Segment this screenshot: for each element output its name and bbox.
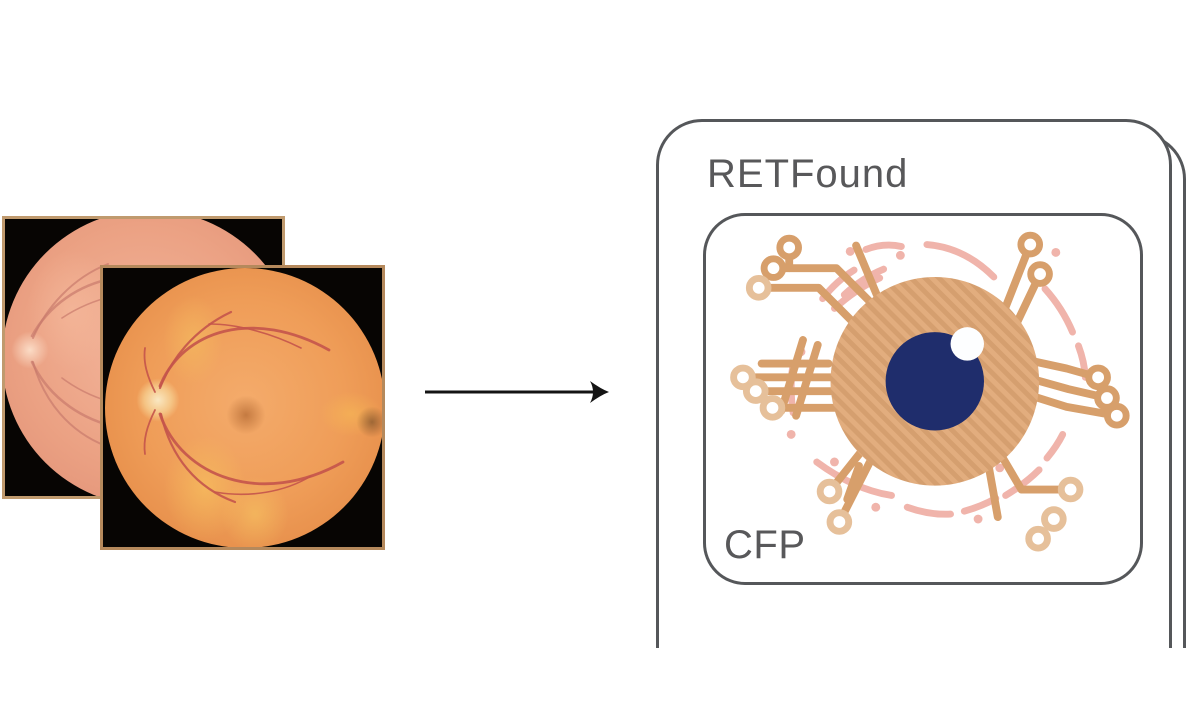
modality-label: CFP — [724, 523, 806, 567]
retina-image-front — [105, 268, 382, 547]
model-title: RETFound — [707, 152, 909, 196]
fundus-photo-front — [100, 265, 385, 550]
eye-circuit-icon — [730, 231, 1130, 552]
right-arrow-icon — [425, 381, 609, 403]
retina-vessels-front — [143, 310, 345, 504]
retfound-card: RETFound — [656, 119, 1172, 648]
retfound-card-group: RETFound — [640, 110, 1200, 648]
cfp-card: CFP — [703, 213, 1143, 585]
